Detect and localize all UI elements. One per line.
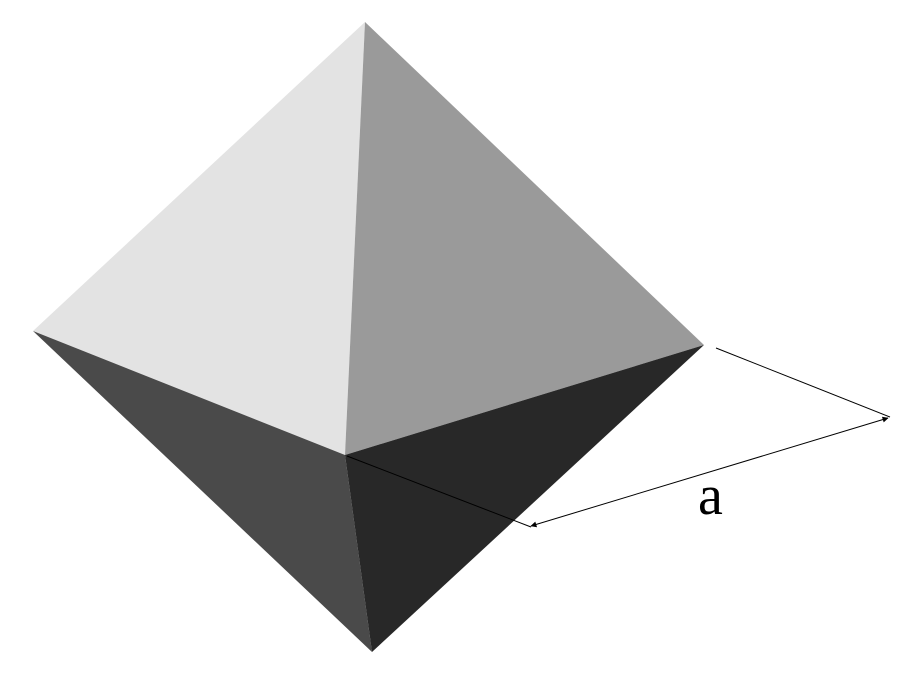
edge-length-label: a bbox=[698, 465, 723, 527]
extension-line-front bbox=[346, 455, 532, 528]
dimension-line bbox=[530, 416, 889, 528]
face-lower-left bbox=[33, 331, 372, 652]
face-upper-right bbox=[345, 22, 704, 455]
face-upper-left bbox=[33, 22, 365, 455]
extension-line-right bbox=[715, 347, 891, 418]
